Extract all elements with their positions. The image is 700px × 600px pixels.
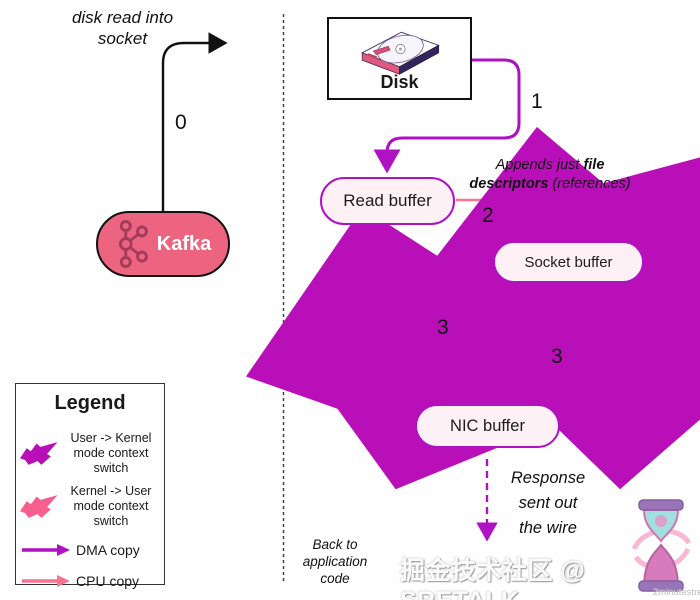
legend-item-label: DMA copy bbox=[76, 541, 140, 558]
response-annotation: Response sent out the wire bbox=[510, 469, 586, 537]
disk-node: Disk bbox=[327, 17, 472, 100]
disk-read-annotation: disk read into socket bbox=[71, 8, 174, 49]
arrow-read-to-nic-buffer bbox=[385, 226, 501, 401]
appends-annotation: Appends just file descriptors (reference… bbox=[455, 156, 645, 194]
arrow-kafka-syscall bbox=[161, 32, 228, 211]
legend-title: Legend bbox=[54, 392, 126, 414]
disk-node-label: Disk bbox=[380, 72, 419, 92]
legend-item-label: CPU copy bbox=[76, 573, 140, 590]
legend-item-label: User -> Kernel mode context switch bbox=[70, 431, 152, 475]
arrow-purple-icon bbox=[22, 543, 70, 556]
step-1-label: 1 bbox=[531, 90, 543, 113]
step-0-label: 0 bbox=[175, 111, 187, 134]
read-buffer-label: Read buffer bbox=[343, 191, 432, 210]
kafka-node-label: Kafka bbox=[156, 232, 212, 255]
back-to-app-annotation: Back to application code bbox=[302, 537, 368, 586]
arrow-pink-icon bbox=[22, 575, 70, 588]
legend-item-cpu-copy: CPU copy bbox=[16, 573, 164, 590]
nic-buffer-label: NIC buffer bbox=[450, 416, 525, 435]
legend-item-dma-copy: DMA copy bbox=[16, 542, 164, 559]
appends-text-1: Appends just bbox=[495, 157, 584, 173]
legend-item-user-kernel-switch: User -> Kernel mode context switch bbox=[16, 431, 164, 475]
step-2-label: 2 bbox=[482, 204, 494, 227]
legend-box: Legend User -> Kernel mode context switc… bbox=[15, 383, 165, 589]
legend-item-kernel-user-switch: Kernel -> User mode context switch bbox=[16, 484, 164, 528]
socket-buffer-label: Socket buffer bbox=[524, 253, 613, 271]
appends-text-2: file descriptors bbox=[469, 157, 605, 192]
read-buffer-node: Read buffer bbox=[320, 177, 455, 225]
legend-item-label: Kernel -> User mode context switch bbox=[70, 484, 152, 528]
step-3-left-label: 3 bbox=[437, 316, 449, 339]
socket-buffer-node: Socket buffer bbox=[493, 241, 644, 283]
watermark-subtext: 2minutestreaming bbox=[653, 587, 700, 598]
hard-disk-icon bbox=[361, 31, 440, 75]
kafka-node: Kafka bbox=[96, 211, 230, 277]
kafka-logo-icon bbox=[118, 220, 148, 268]
bolt-purple-icon bbox=[20, 442, 58, 465]
step-3-right-label: 3 bbox=[551, 345, 563, 368]
appends-text-3: (references) bbox=[548, 175, 631, 192]
arrow-read-to-socket-buffer bbox=[456, 198, 579, 235]
bolt-pink-icon bbox=[20, 495, 58, 518]
nic-buffer-node: NIC buffer bbox=[415, 404, 560, 448]
